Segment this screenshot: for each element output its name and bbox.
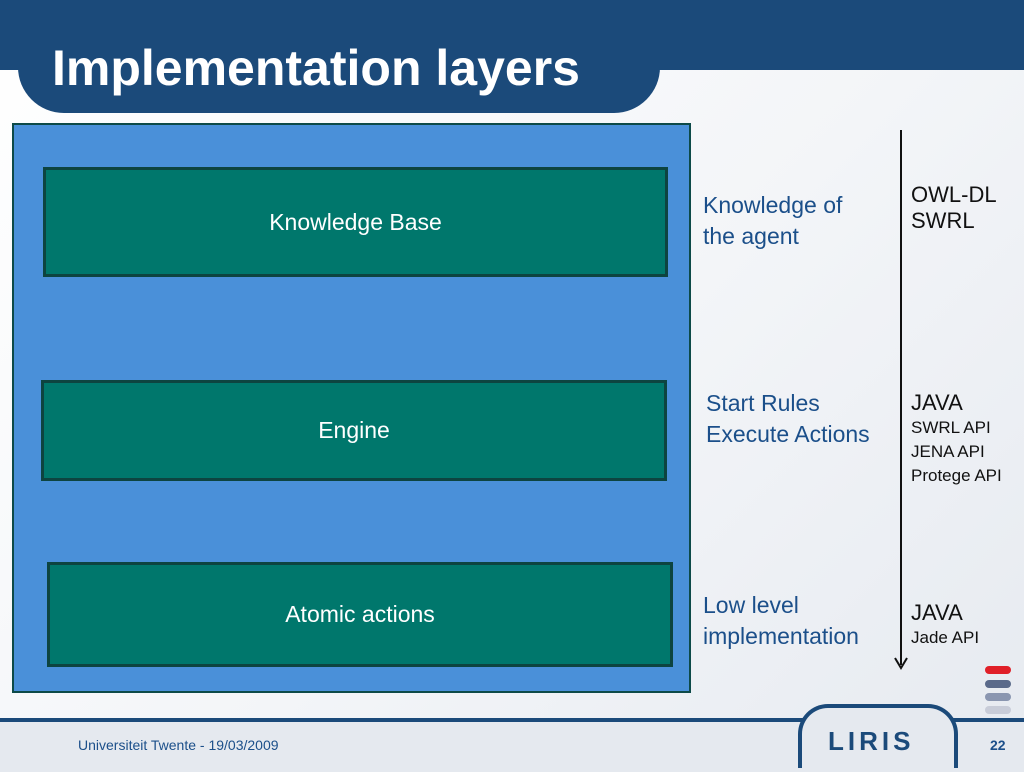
tech-engine: JAVA SWRL API JENA API Protege API bbox=[911, 390, 1002, 488]
slide-title: Implementation layers bbox=[52, 40, 580, 96]
decorative-bar-red bbox=[985, 666, 1011, 674]
footer-text: Universiteit Twente - 19/03/2009 bbox=[78, 737, 279, 753]
description-line: Start Rules bbox=[706, 390, 820, 416]
tech-sub: JENA API bbox=[911, 442, 985, 461]
arrow-down-icon bbox=[894, 657, 908, 670]
layer-engine: Engine bbox=[41, 380, 667, 481]
description-atomic: Low level implementation bbox=[703, 590, 859, 652]
tech-main: SWRL bbox=[911, 208, 975, 233]
decorative-bar-light bbox=[985, 706, 1011, 714]
tech-sub: SWRL API bbox=[911, 418, 991, 437]
page-number: 22 bbox=[990, 737, 1006, 753]
decorative-bar-mid bbox=[985, 693, 1011, 701]
tech-knowledge: OWL-DL SWRL bbox=[911, 182, 997, 234]
description-knowledge: Knowledge of the agent bbox=[703, 190, 842, 252]
arrow-line bbox=[900, 130, 902, 665]
liris-logo: LIRIS bbox=[828, 726, 915, 756]
description-line: the agent bbox=[703, 223, 799, 249]
tech-sub: Protege API bbox=[911, 466, 1002, 485]
description-line: Low level bbox=[703, 592, 799, 618]
title-tab bbox=[18, 0, 660, 113]
logo-tab bbox=[798, 704, 958, 768]
layer-atomic-actions: Atomic actions bbox=[47, 562, 673, 667]
description-engine: Start Rules Execute Actions bbox=[706, 388, 870, 450]
description-line: Execute Actions bbox=[706, 421, 870, 447]
tech-main: JAVA bbox=[911, 390, 963, 415]
tech-atomic: JAVA Jade API bbox=[911, 600, 979, 650]
description-line: implementation bbox=[703, 623, 859, 649]
tech-sub: Jade API bbox=[911, 628, 980, 647]
layer-knowledge-base: Knowledge Base bbox=[43, 167, 668, 277]
tech-main: JAVA bbox=[911, 600, 963, 625]
decorative-bar-dark bbox=[985, 680, 1011, 688]
tech-main: OWL-DL bbox=[911, 182, 997, 207]
description-line: Knowledge of bbox=[703, 192, 843, 218]
